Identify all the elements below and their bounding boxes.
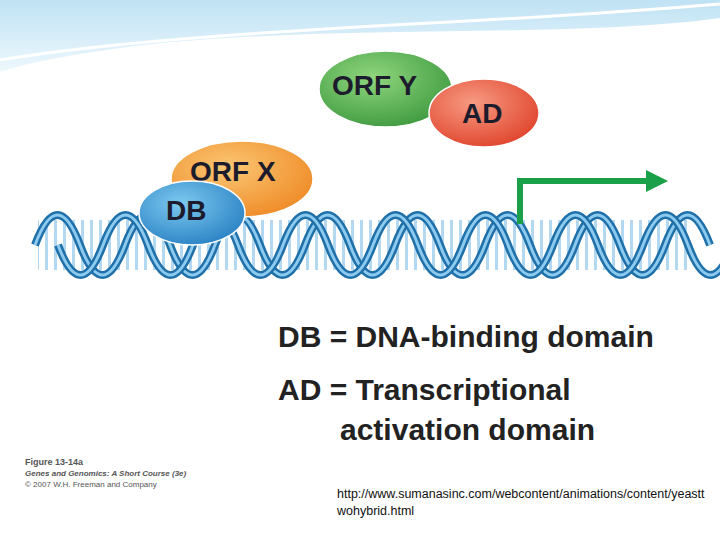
node-label: AD [462,100,502,128]
transcription-arrow [520,181,648,224]
dna-binding-domain: DB [138,180,246,246]
figure-number: Figure 13-14a [25,457,225,468]
source-book: Genes and Genomics: A Short Course (3e) [25,469,285,479]
legend-note: DB = DNA-binding domain [278,318,708,356]
copyright-note: © 2007 W.H. Freeman and Company [25,480,285,490]
blob-shape [429,79,539,147]
legend-note: AD = Transcriptional activation domain [278,370,698,450]
header-curve [0,4,720,60]
activation-domain: AD [428,78,540,148]
node-label: DB [166,197,206,225]
source-url: http://www.sumanasinc.com/webcontent/ani… [337,486,712,520]
arrow-head [646,170,668,192]
blob-shape [139,181,245,245]
node-label: ORF Y [332,72,417,100]
